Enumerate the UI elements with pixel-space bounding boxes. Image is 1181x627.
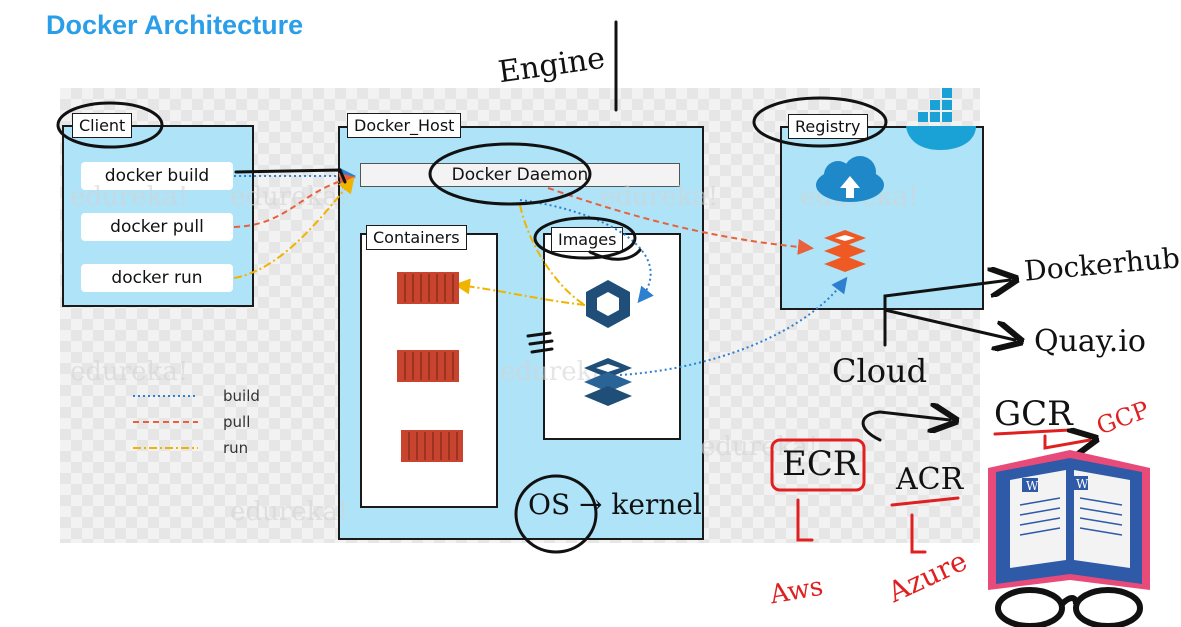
ink-box-ecr bbox=[770, 438, 866, 492]
ink-cloud-split bbox=[861, 410, 882, 442]
watermark-text: edureka! bbox=[700, 432, 818, 462]
run-arrow bbox=[233, 176, 355, 279]
legend-build-label: build bbox=[223, 387, 260, 405]
docker-host-label: Docker_Host bbox=[347, 113, 462, 138]
ink-circle-images bbox=[533, 216, 637, 260]
pull-arrow bbox=[233, 172, 356, 228]
legend-pull-label: pull bbox=[223, 413, 251, 431]
ink-branch-quay bbox=[883, 308, 1015, 340]
image-hexagon-icon bbox=[586, 280, 630, 328]
ink-circle-client bbox=[56, 101, 164, 149]
image-to-container-run-arrow bbox=[454, 278, 586, 306]
watermark-text: edureka! bbox=[230, 497, 348, 527]
client-label: Client bbox=[72, 113, 133, 138]
ink-equals-mark bbox=[526, 331, 554, 354]
watermark-text: edureka! bbox=[230, 182, 348, 212]
annotation-os-kernel: OS → kernel bbox=[528, 488, 702, 521]
docker-whale-icon bbox=[906, 88, 976, 150]
images-panel bbox=[543, 233, 681, 440]
slide-title: Docker Architecture bbox=[46, 10, 304, 40]
ink-circle-registry bbox=[752, 96, 888, 148]
ink-arrow-build bbox=[234, 168, 347, 184]
annotation-cloud: Cloud bbox=[832, 352, 928, 390]
legend-run-label: run bbox=[223, 439, 249, 457]
svg-text:W: W bbox=[1076, 477, 1089, 491]
ink-circle-os bbox=[514, 474, 598, 554]
image-to-registry-push-arrow bbox=[619, 276, 848, 376]
registry-stack-icon bbox=[824, 230, 866, 272]
images-label: Images bbox=[551, 227, 624, 252]
docker-daemon-bar: Docker Daemon bbox=[360, 163, 680, 187]
daemon-to-container-run-arrow bbox=[519, 204, 586, 306]
container-icon bbox=[397, 350, 459, 382]
annotation-ecr: ECR bbox=[782, 444, 859, 484]
watermark: edureka! edureka! edureka! edureka! edur… bbox=[70, 182, 918, 527]
registry-box bbox=[780, 126, 984, 310]
ink-ecr-to-aws bbox=[796, 498, 814, 542]
container-icon bbox=[397, 272, 459, 304]
annotation-acr: ACR bbox=[896, 462, 964, 497]
registry-label: Registry bbox=[788, 114, 868, 139]
ink-underline-acr bbox=[890, 496, 960, 507]
docker-build-command: docker build bbox=[81, 162, 233, 190]
book-glasses-logo: W W bbox=[988, 450, 1150, 627]
container-icon bbox=[401, 430, 463, 462]
daemon-to-image-build-arrow bbox=[519, 199, 654, 304]
annotation-quay: Quay.io bbox=[1034, 324, 1146, 359]
image-layers-icon bbox=[584, 358, 632, 406]
watermark-text: edureka! bbox=[70, 182, 188, 212]
ink-underline-gcr bbox=[993, 428, 1072, 436]
ink-strokes bbox=[56, 20, 1015, 554]
docker-run-command: docker run bbox=[81, 264, 233, 292]
watermark-text: edureka! bbox=[70, 357, 188, 387]
docker-pull-command: docker pull bbox=[81, 213, 233, 241]
containers-label: Containers bbox=[366, 225, 467, 250]
ink-cloud-to-gcr bbox=[878, 412, 950, 420]
ink-circle-daemon bbox=[428, 142, 592, 206]
ink-gcr-to-gcp bbox=[1043, 436, 1090, 448]
ink-acr-to-azure bbox=[910, 513, 927, 554]
svg-text:W: W bbox=[1026, 479, 1039, 493]
watermark-text: edureka! bbox=[600, 182, 718, 212]
daemon-to-registry-pull-arrow bbox=[547, 187, 814, 255]
ink-underline-images bbox=[588, 248, 642, 261]
red-ink-strokes bbox=[770, 428, 1090, 554]
cloud-upload-icon bbox=[816, 156, 884, 202]
annotation-gcr: GCR bbox=[994, 394, 1073, 434]
